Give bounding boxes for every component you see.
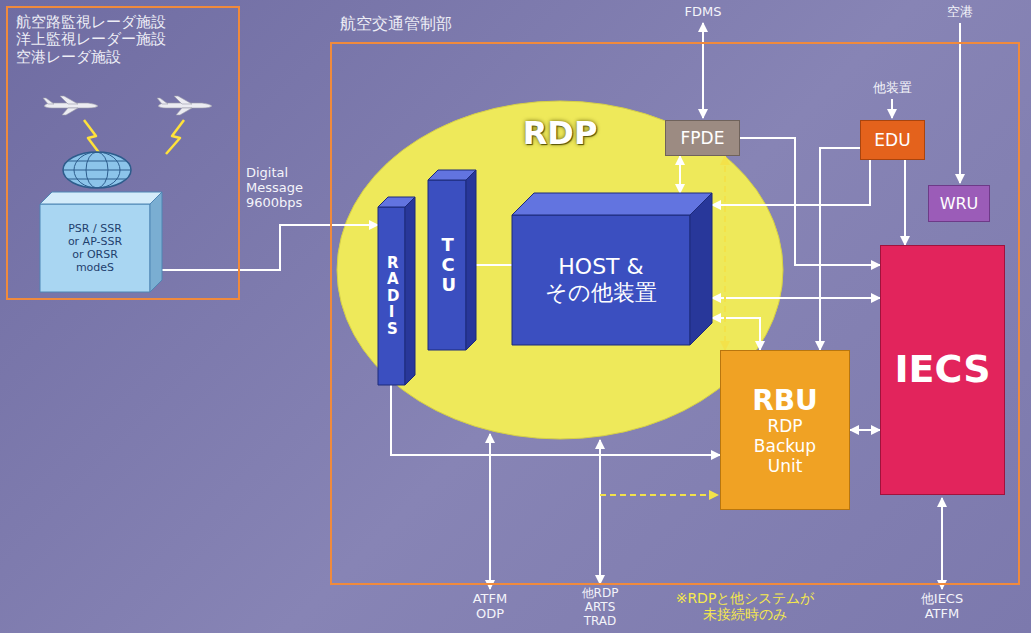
dish-grid [60, 161, 134, 162]
external-label: 他IECS ATFM [907, 592, 977, 622]
edge-label: Digital Message 9600bps [246, 166, 318, 211]
connector [904, 160, 906, 245]
connector [740, 138, 880, 265]
front-face [40, 204, 150, 292]
facility-frame: 航空路監視レーダ施設 洋上監視レーダー施設 空港レーダ施設 PSR / SSR o… [6, 6, 240, 300]
host-unit: HOST & その他装置 [512, 193, 712, 345]
note-text: ※RDPと他システムが 未接続時のみ [660, 590, 830, 622]
rbu-box: RBURDP Backup Unit [720, 350, 850, 510]
backup-link [600, 494, 718, 496]
unit-shape [378, 197, 415, 385]
external-link [599, 440, 601, 584]
label-holder: 空港 [930, 4, 990, 20]
connector [679, 156, 681, 193]
radar-type: PSR / SSR or AP-SSR or ORSR modeS [65, 222, 125, 275]
connector [391, 385, 720, 455]
airplane-wing [176, 108, 192, 115]
center-frame: 航空交通管制部RDPRADISTCUHOST & その他装置FPDEEDUWRU… [330, 42, 1020, 585]
box-name: FPDE [681, 128, 725, 148]
label-holder: FDMS [673, 4, 733, 20]
external-label: ATFM ODP [460, 592, 520, 622]
label-holder: 他装置 [862, 80, 922, 96]
airplane [43, 96, 98, 115]
external-label: 空港 [930, 4, 990, 20]
radio-bolt [84, 120, 100, 154]
external-link [959, 23, 961, 183]
box-name: RBU [752, 384, 818, 418]
top-face [512, 193, 712, 215]
external-link [702, 23, 704, 118]
side-face [150, 192, 162, 292]
label-holder: ATFM ODP [460, 592, 520, 622]
external-label: FDMS [673, 4, 733, 20]
wru-box: WRU [928, 185, 990, 222]
external-label: 他装置 [862, 80, 922, 96]
box-subtitle: RDP Backup Unit [730, 417, 840, 476]
airplane-wing [60, 96, 78, 104]
external-label: 他RDP ARTS TRAD [570, 587, 630, 628]
front-face [378, 207, 405, 385]
radar-dish [60, 152, 134, 188]
edge-label-holder: Digital Message 9600bps [246, 166, 318, 211]
airplane-wing [62, 108, 78, 115]
iecs-box: IECS [880, 245, 1005, 495]
dish-grid [86, 152, 108, 188]
tcu-unit: TCU [428, 170, 476, 350]
dish-grid [74, 152, 120, 188]
connector [162, 225, 378, 270]
connector [820, 148, 860, 350]
label-holder: ※RDPと他システムが 未接続時のみ [660, 590, 830, 622]
connector [712, 297, 880, 299]
facility-heading: 航空路監視レーダ施設 洋上監視レーダー施設 空港レーダ施設 [16, 14, 234, 66]
fpde-box: FPDE [665, 120, 740, 156]
external-link [941, 498, 943, 589]
side-face [466, 170, 476, 350]
airplane-tail [43, 98, 54, 104]
airplane-tail [157, 98, 168, 104]
connector [724, 156, 726, 350]
dish-grid [60, 170, 134, 171]
airplane-wing [174, 96, 192, 104]
rdp-ellipse [337, 101, 783, 439]
radis-unit: RADIS [378, 197, 415, 385]
airplane [157, 96, 212, 115]
unit-name: HOST & その他装置 [539, 254, 664, 307]
unit-name: RADIS [387, 255, 396, 338]
box-name: EDU [874, 130, 910, 150]
label-holder: 他IECS ATFM [907, 592, 977, 622]
box-name: WRU [940, 194, 979, 213]
center-heading: 航空交通管制部 [340, 14, 452, 33]
side-face [690, 193, 712, 345]
box-name: IECS [894, 347, 990, 393]
external-link [891, 99, 893, 118]
front-face [512, 215, 690, 345]
connector [712, 160, 870, 205]
unit-name: TCU [442, 235, 453, 294]
connector [712, 318, 760, 350]
radio-bolt [166, 120, 184, 154]
rdp-title: RDP [523, 114, 598, 152]
dish-grid [60, 179, 134, 180]
radar-tower: PSR / SSR or AP-SSR or ORSR modeS [40, 192, 162, 292]
top-face [40, 192, 162, 204]
label-holder: 他RDP ARTS TRAD [570, 587, 630, 628]
connector [476, 264, 512, 266]
external-link [489, 434, 491, 589]
front-face [428, 180, 466, 350]
connector [850, 429, 880, 431]
edu-box: EDU [860, 120, 925, 160]
side-face [405, 197, 415, 385]
